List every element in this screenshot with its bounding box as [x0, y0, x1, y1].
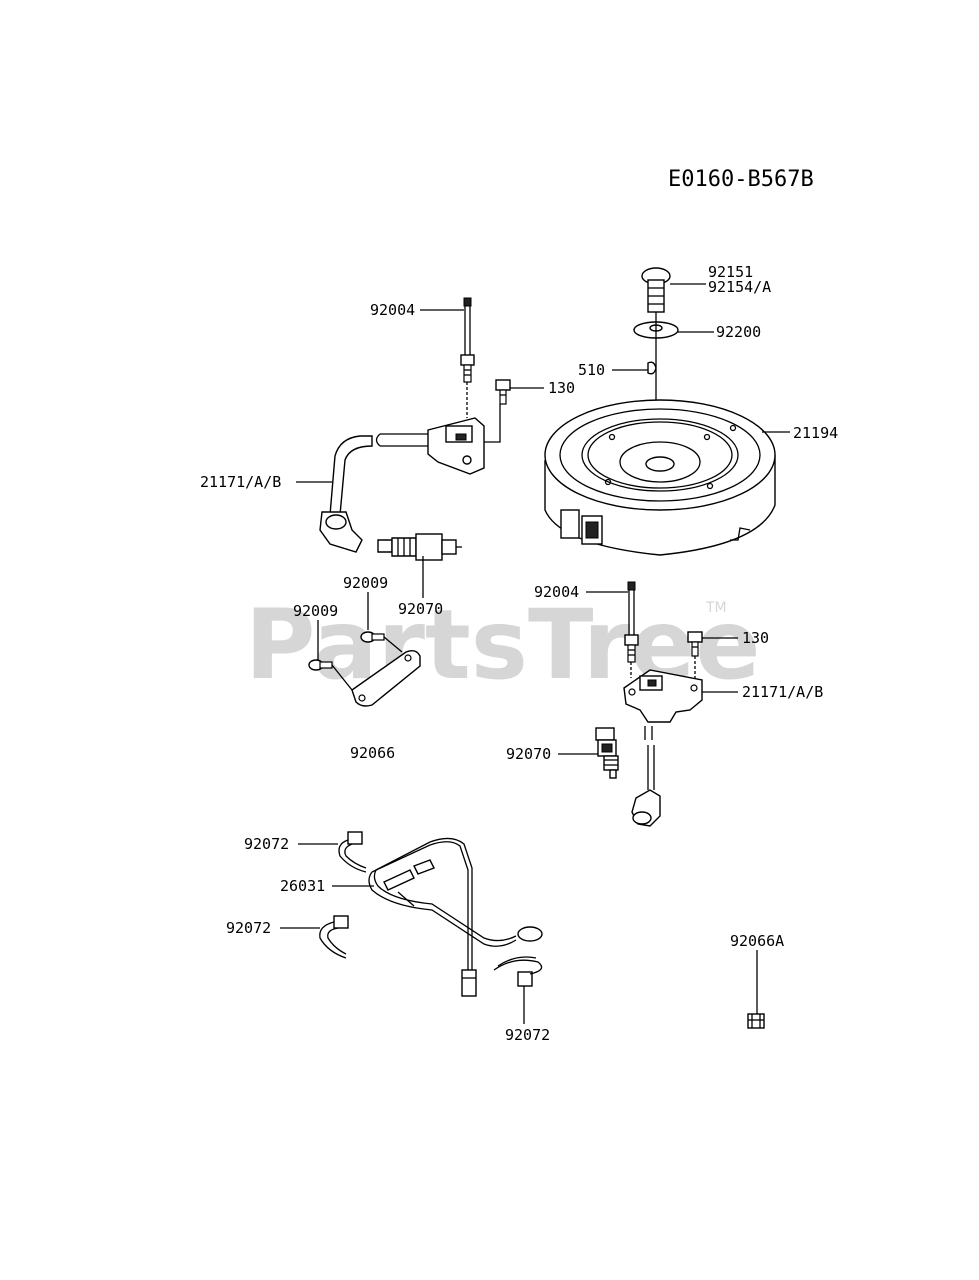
leader-lines	[280, 283, 790, 1024]
harness-drawing[interactable]	[368, 837, 543, 997]
label-nut[interactable]: 92066A	[730, 932, 784, 950]
label-screw-a[interactable]: 92009	[343, 574, 388, 592]
upper-coil-drawing[interactable]	[319, 404, 501, 553]
label-clamp-c[interactable]: 92072	[505, 1026, 550, 1044]
lower-bolt-drawing[interactable]	[624, 581, 639, 663]
label-key[interactable]: 510	[578, 361, 605, 379]
label-harness[interactable]: 26031	[280, 877, 325, 895]
diagram-code: E0160-B567B	[668, 167, 814, 192]
label-flywheel-bolt-a[interactable]: 92151	[708, 263, 753, 281]
label-bolt-upper[interactable]: 92004	[370, 301, 415, 319]
label-plug-upper[interactable]: 92070	[398, 600, 443, 618]
watermark-trademark: TM	[705, 600, 727, 616]
label-bolt-small-lower[interactable]: 130	[742, 629, 769, 647]
label-plate[interactable]: 92066	[350, 744, 395, 762]
upper-bolt-drawing[interactable]	[460, 297, 475, 383]
lower-coil-drawing[interactable]	[623, 669, 703, 827]
plate-drawing[interactable]	[331, 636, 421, 707]
label-clamp-a[interactable]: 92072	[244, 835, 289, 853]
label-screw-b[interactable]: 92009	[293, 602, 338, 620]
label-plug-lower[interactable]: 92070	[506, 745, 551, 763]
screw-b-drawing[interactable]	[308, 659, 333, 671]
upper-small-bolt-drawing[interactable]	[495, 379, 511, 405]
screw-a-drawing[interactable]	[360, 631, 385, 643]
label-coil-lower[interactable]: 21171/A/B	[742, 683, 823, 701]
label-bolt-small-upper[interactable]: 130	[548, 379, 575, 397]
key-drawing[interactable]	[647, 361, 657, 375]
label-flywheel-bolt-b[interactable]: 92154/A	[708, 278, 771, 296]
part-labels: 92151 92154/A 92200 510 21194 92004 130 …	[200, 263, 838, 1044]
clamp-b-drawing[interactable]	[319, 915, 349, 959]
clamp-c-drawing[interactable]	[493, 956, 543, 987]
label-flywheel[interactable]: 21194	[793, 424, 838, 442]
nut-drawing[interactable]	[747, 1013, 765, 1029]
label-coil-upper[interactable]: 21171/A/B	[200, 473, 281, 491]
label-clamp-b[interactable]: 92072	[226, 919, 271, 937]
clamp-a-drawing[interactable]	[338, 831, 367, 873]
flywheel-drawing[interactable]	[544, 399, 776, 556]
lower-plug-drawing[interactable]	[595, 727, 619, 779]
label-bolt-lower[interactable]: 92004	[534, 583, 579, 601]
label-washer[interactable]: 92200	[716, 323, 761, 341]
flywheel-bolt-drawing[interactable]	[641, 267, 671, 313]
upper-plug-drawing[interactable]	[377, 533, 462, 561]
